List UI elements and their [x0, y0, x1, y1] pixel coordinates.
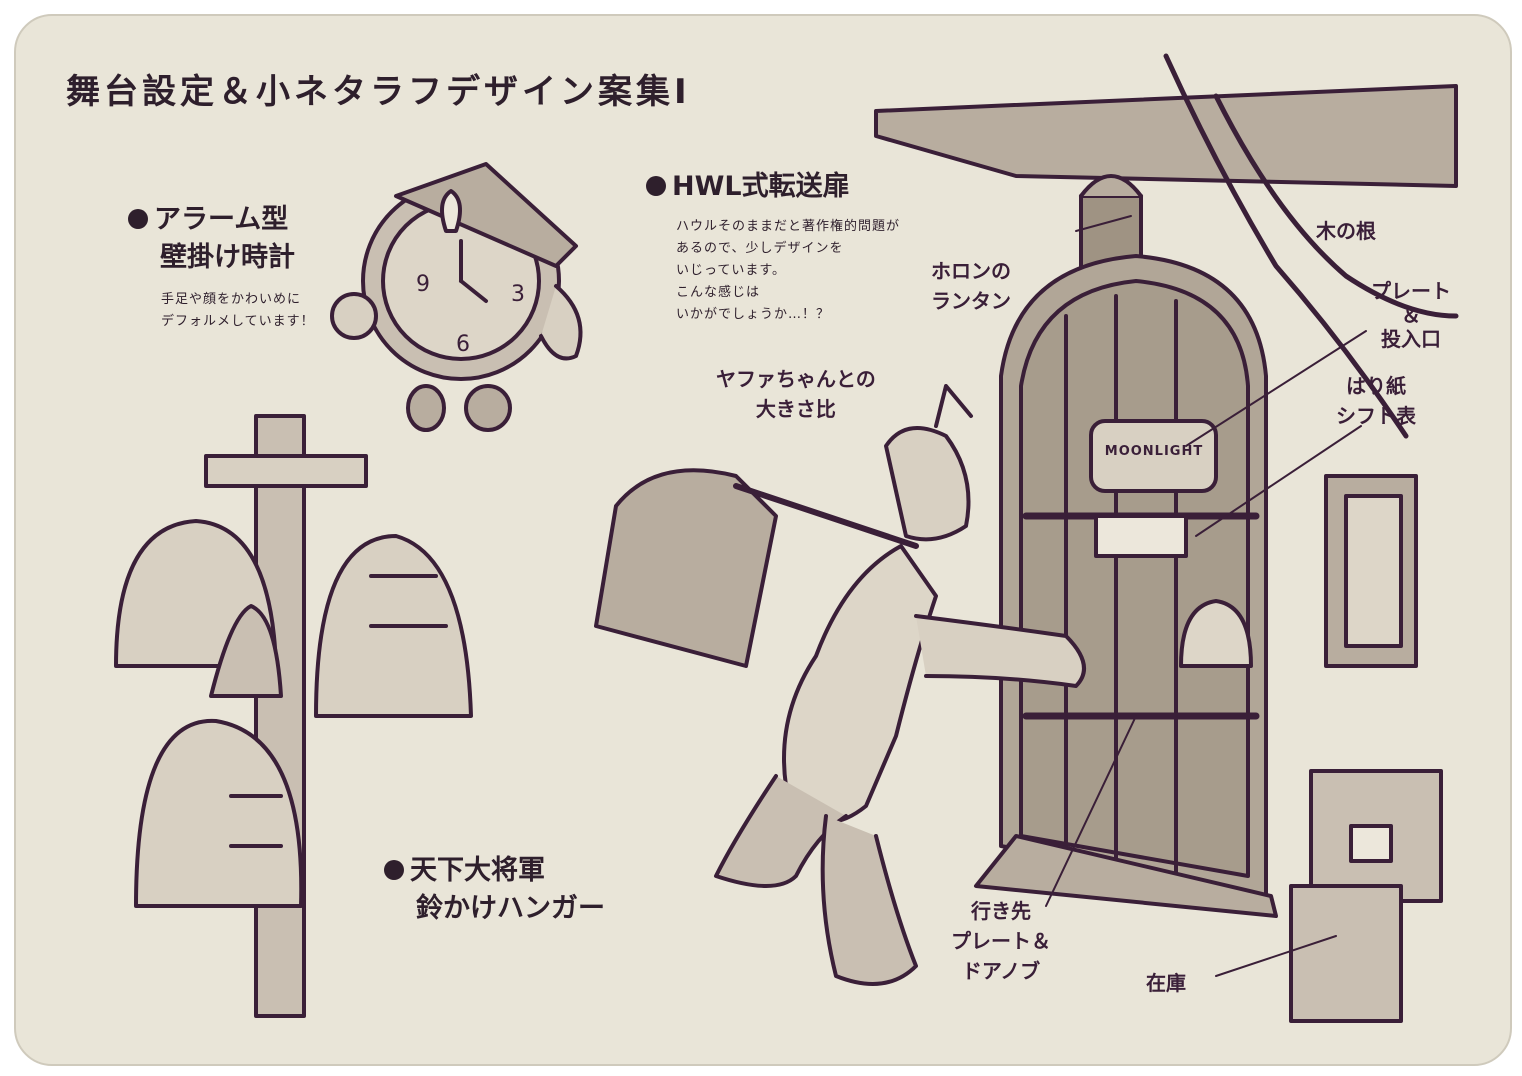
hanger-heading: 天下大将軍 鈴かけハンガー [384, 852, 605, 928]
label-paper-shift: はり紙シフト表 [1336, 374, 1416, 428]
clock-note: 手足や顔をかわいめに デフォルメしています！ [161, 289, 315, 333]
label-destination: 行き先プレート＆ドアノブ [951, 899, 1051, 983]
hanger-heading-line2: 鈴かけハンガー [416, 893, 605, 924]
label-plate-slot: プレート＆投入口 [1371, 279, 1451, 351]
sketch-sheet: 9 3 6 [14, 14, 1512, 1066]
hanger-heading-line1: 天下大将軍 [410, 855, 545, 886]
label-tree-root: 木の根 [1316, 219, 1376, 243]
label-size-compare: ヤファちゃんとの大きさ比 [716, 367, 876, 421]
label-stock: 在庫 [1146, 971, 1186, 995]
bullet-icon [646, 175, 666, 196]
svg-text:6: 6 [456, 332, 470, 357]
door-note: ハウルそのままだと著作権的問題が あるので、少しデザインを いじっています。 こ… [676, 216, 900, 326]
door-heading-text: HWL式転送扉 [672, 171, 850, 202]
bell-hanger-drawing [114, 414, 473, 1018]
door-note-line: いかがでしょうか…！？ [676, 307, 831, 322]
svg-text:9: 9 [416, 272, 430, 297]
clock-note-line1: 手足や顔をかわいめに [161, 292, 302, 307]
door-note-line: こんな感じは [676, 285, 761, 300]
clock-note-line2: デフォルメしています！ [161, 314, 315, 329]
clock-heading-line1: アラーム型 [154, 204, 289, 235]
door-note-line: あるので、少しデザインを [676, 241, 844, 256]
svg-text:3: 3 [511, 282, 525, 307]
bullet-icon [384, 859, 404, 880]
door-note-line: いじっています。 [676, 263, 787, 278]
door-heading: HWL式転送扉 [646, 168, 850, 206]
bullet-icon [128, 208, 148, 229]
alarm-clock-drawing: 9 3 6 [330, 162, 583, 432]
clock-heading-line2: 壁掛け時計 [160, 242, 295, 273]
door-scene-drawing [594, 53, 1459, 1023]
door-note-line: ハウルそのままだと著作権的問題が [676, 219, 901, 234]
page-title: 舞台設定＆小ネタラフデザイン案集Ⅰ [66, 72, 691, 112]
clock-heading: アラーム型 壁掛け時計 [128, 201, 295, 277]
moonlight-sign: MOONLIGHT [1104, 444, 1204, 459]
sketch-illustrations: 9 3 6 [114, 53, 1459, 1023]
label-lantern: ホロンのランタン [931, 259, 1011, 313]
